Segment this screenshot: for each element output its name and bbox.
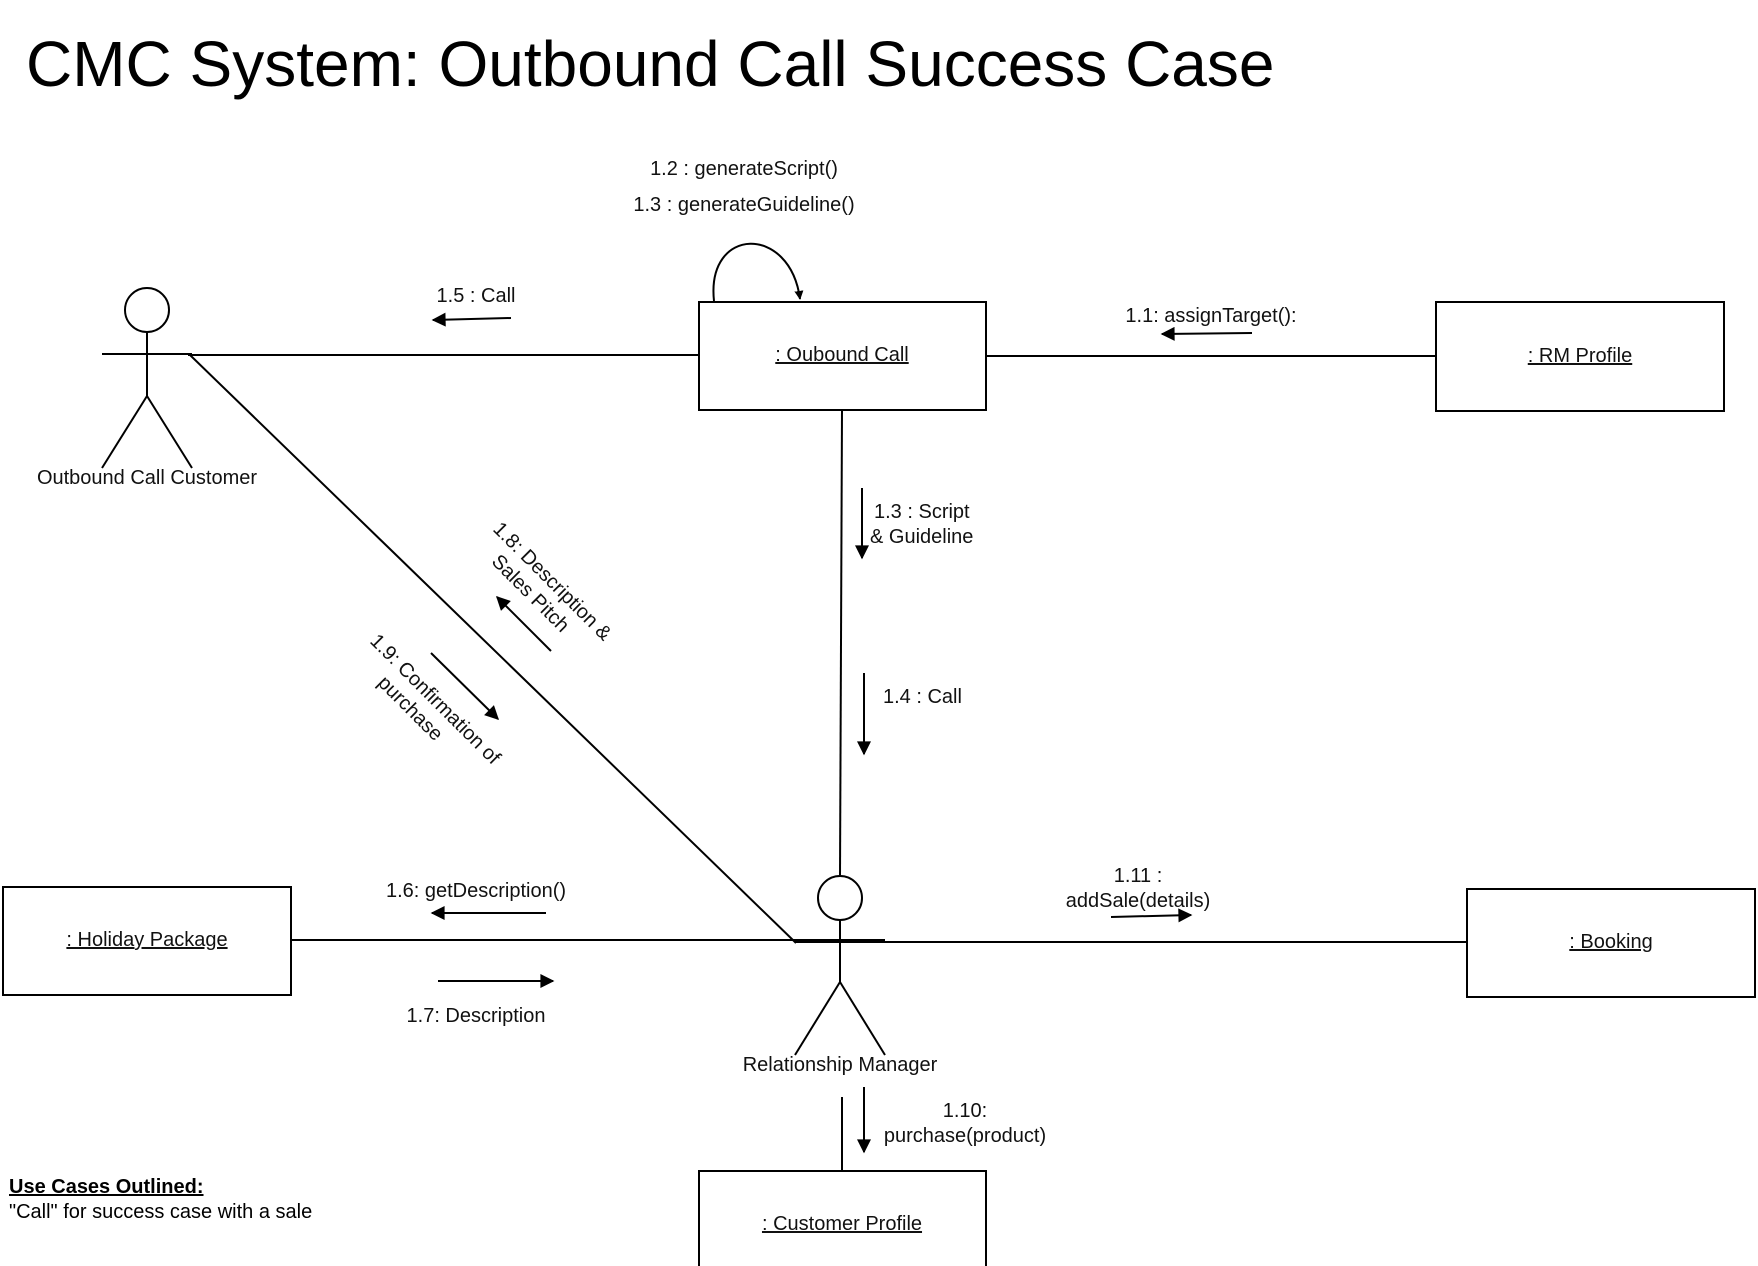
actor-manager-head [817, 875, 863, 921]
object-rm-profile-label: : RM Profile [1528, 345, 1632, 367]
object-outbound-call-label: : Oubound Call [775, 344, 908, 366]
arrow-1-1 [1160, 326, 1253, 341]
object-customer-profile[interactable]: : Customer Profile [698, 1170, 987, 1266]
object-holiday-package[interactable]: : Holiday Package [2, 886, 292, 996]
actor-customer-label: Outbound Call Customer [37, 467, 257, 489]
diagram-title: CMC System: Outbound Call Success Case [26, 28, 1274, 100]
message-1-10-line1: 1.10: [943, 1100, 987, 1122]
message-1-6: 1.6: getDescription() [386, 880, 566, 902]
arrow-1-5 [431, 312, 512, 327]
link-outboundcall-manager [839, 409, 843, 876]
message-1-11-line1: 1.11 : [1114, 865, 1163, 887]
message-1-5: 1.5 : Call [437, 285, 516, 307]
message-1-3-guideline: 1.3 : generateGuideline() [633, 194, 854, 216]
message-1-1: 1.1: assignTarget(): [1125, 305, 1296, 327]
object-rm-profile[interactable]: : RM Profile [1435, 301, 1725, 412]
object-customer-profile-label: : Customer Profile [762, 1213, 922, 1235]
self-message-loop [712, 242, 804, 302]
message-1-2: 1.2 : generateScript() [650, 158, 838, 180]
arrow-1-9 [430, 652, 499, 720]
object-booking[interactable]: : Booking [1466, 888, 1756, 998]
message-1-9: 1.9: Confirmation of purchase [365, 630, 504, 769]
actor-manager-label: Relationship Manager [743, 1054, 938, 1076]
message-1-4: 1.4 : Call [883, 686, 962, 708]
message-1-7: 1.7: Description [407, 1005, 546, 1027]
link-customer-manager [189, 354, 797, 944]
actor-customer[interactable]: Outbound Call Customer [37, 287, 257, 489]
actor-manager[interactable]: Relationship Manager [743, 875, 938, 1076]
notes-text: "Call" for success case with a sale [9, 1201, 312, 1223]
message-1-3-line2: & Guideline [870, 526, 973, 548]
arrow-1-11 [1110, 908, 1193, 923]
actor-customer-head [124, 287, 170, 333]
notes-heading: Use Cases Outlined: [9, 1176, 204, 1198]
message-1-10-line2: purchase(product) [884, 1125, 1046, 1147]
arrow-1-8 [496, 596, 552, 652]
message-1-3-line1: 1.3 : Script [874, 501, 970, 523]
object-outbound-call[interactable]: : Oubound Call [698, 301, 987, 411]
object-booking-label: : Booking [1569, 931, 1652, 953]
message-1-8: 1.8: Description & Sales Pitch [487, 518, 616, 646]
message-1-11-line2: addSale(details) [1066, 890, 1211, 912]
object-holiday-package-label: : Holiday Package [66, 929, 227, 951]
